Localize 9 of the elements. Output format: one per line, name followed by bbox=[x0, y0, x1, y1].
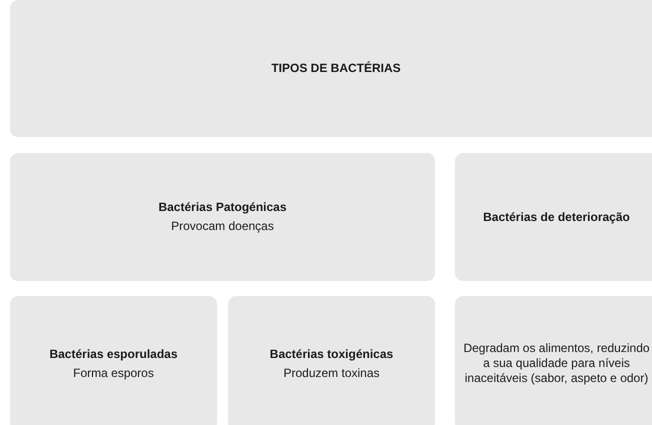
box-heading: Bactérias toxigénicas bbox=[270, 346, 394, 362]
box-description: Produzem toxinas bbox=[283, 366, 380, 380]
box-heading: Bactérias de deterioração bbox=[483, 210, 630, 224]
box-heading: TIPOS DE BACTÉRIAS bbox=[271, 61, 401, 76]
box-description: Forma esporos bbox=[73, 366, 154, 380]
box-heading: Bactérias esporuladas bbox=[49, 346, 178, 362]
box-description: Provocam doenças bbox=[171, 219, 274, 234]
box-heading: Bactérias Patogénicas bbox=[158, 200, 287, 215]
box-description: Degradam os alimentos, reduzindo a sua qualidade para níveis inaceitáveis (sabor, aspeto e odor) bbox=[463, 341, 650, 386]
